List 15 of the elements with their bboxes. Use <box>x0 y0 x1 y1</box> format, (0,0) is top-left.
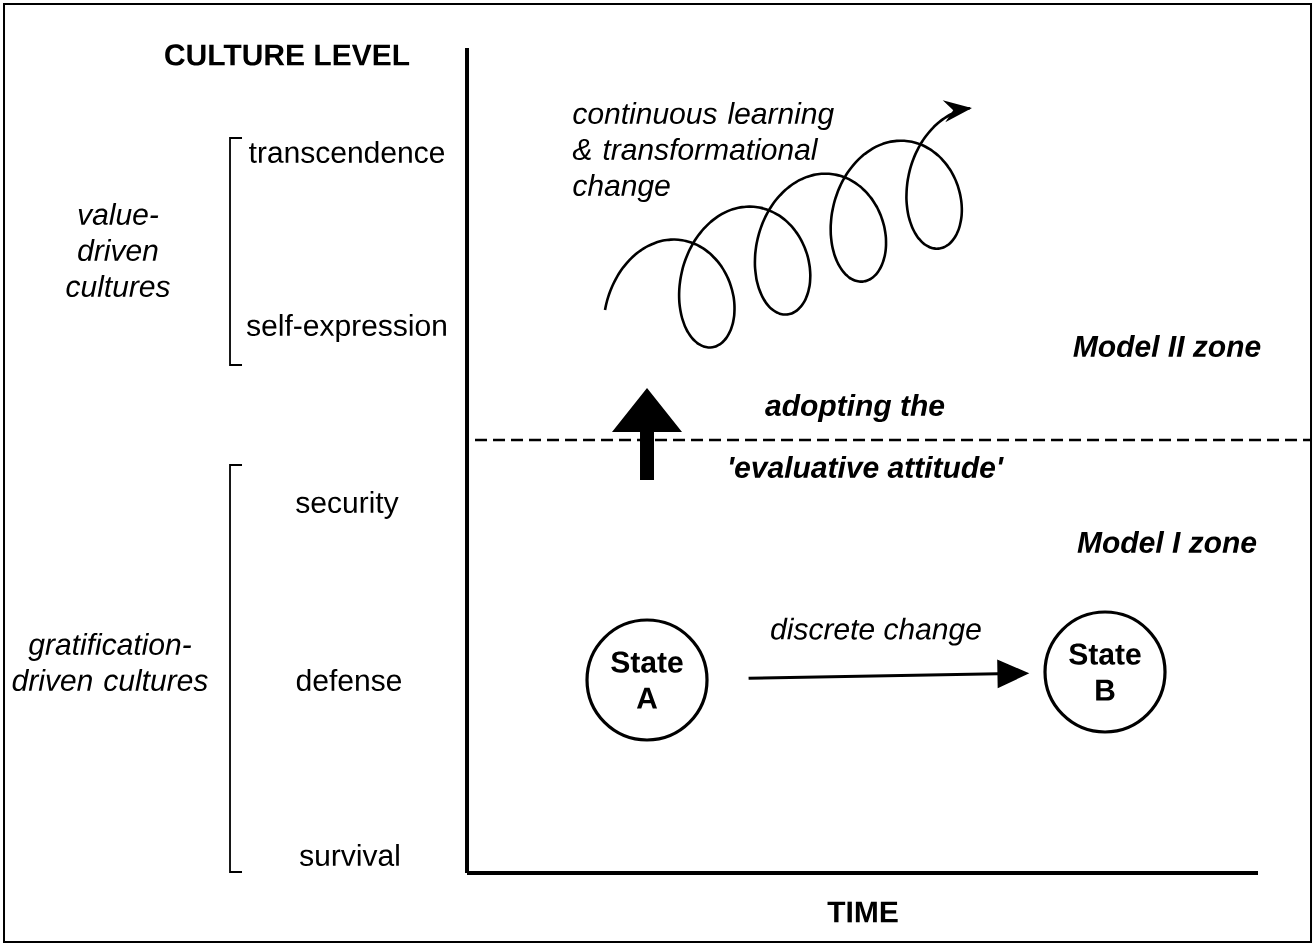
axis-title: CULTURE LEVEL <box>165 44 410 66</box>
level-label: defense <box>296 669 402 691</box>
annotation-text: 'evaluative attitude' <box>729 455 1004 478</box>
edge-label: discrete change <box>768 615 984 648</box>
axis-title: TIME <box>827 901 898 923</box>
level-label: self-expression <box>247 314 446 342</box>
level-label: transcendence <box>249 141 445 163</box>
group-label: value-driven cultures <box>66 203 170 297</box>
zone-label: Model I zone <box>1077 530 1257 553</box>
level-label: survival <box>300 844 399 866</box>
level-label: security <box>296 491 399 519</box>
annotation-text: adopting the <box>765 394 945 422</box>
zone-label: Model II zone <box>1073 334 1261 357</box>
group-label: gratification-driven cultures <box>12 632 208 691</box>
spiral-label: continuous learning & transformational change <box>572 102 834 202</box>
